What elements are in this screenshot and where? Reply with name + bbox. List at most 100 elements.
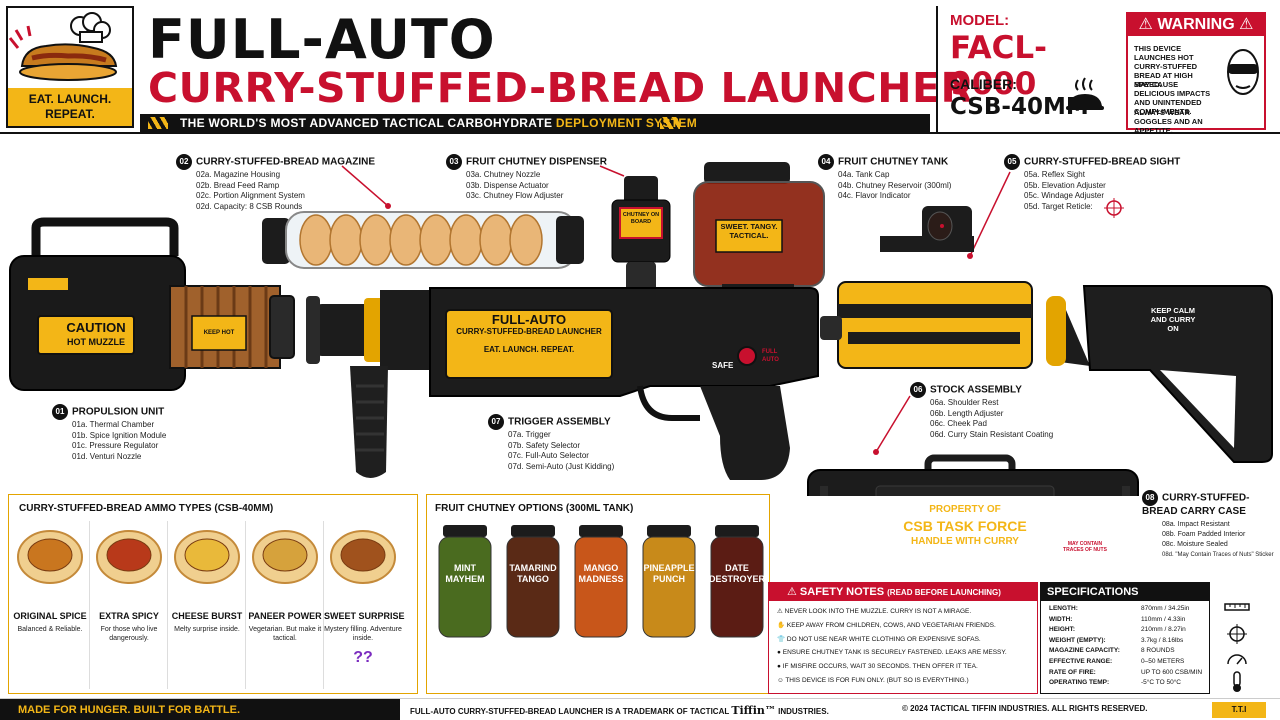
chutney-jar: MINT MAYHEM (435, 523, 495, 683)
component-item: 05d. Target Reticle: (1024, 201, 1093, 211)
logo-tagline: EAT. LAUNCH. REPEAT. (8, 88, 132, 126)
gauge-icon (1227, 654, 1247, 665)
component-title: CURRY-STUFFED-BREAD CARRY CASE (1142, 492, 1250, 517)
jar-icon (574, 525, 628, 638)
hazard-stripe (148, 117, 168, 129)
component-number: 01 (52, 404, 68, 420)
case-line1: PROPERTY OF (929, 504, 1001, 515)
full-auto-label: FULL AUTO (762, 349, 779, 363)
footer-slogan: MADE FOR HUNGER. BUILT FOR BATTLE. (0, 699, 400, 720)
jar-label: PINEAPPLE PUNCH (643, 563, 695, 584)
component-item: 03b. Dispense Actuator (466, 180, 549, 190)
ruler-icon (1224, 603, 1250, 611)
component-item: 01b. Spice Ignition Module (72, 430, 167, 440)
component-item: 01c. Pressure Regulator (72, 441, 159, 450)
caution-label: CAUTION HOT MUZZLE (48, 320, 144, 350)
jar-icon (438, 525, 492, 638)
component-item: 07c. Full-Auto Selector (508, 451, 589, 460)
tagline: THE WORLD'S MOST ADVANCED TACTICAL CARBO… (180, 116, 697, 130)
component-title: CURRY-STUFFED-BREAD SIGHT (1024, 156, 1181, 168)
spec-value: 3.7kg / 8.16lbs (1141, 636, 1184, 644)
spec-value: 8 ROUNDS (1141, 647, 1175, 655)
safety-title: ⚠ SAFETY NOTES (READ BEFORE LAUNCHING) (769, 583, 1037, 601)
component-number: 08 (1142, 490, 1158, 506)
safety-note-text: NEVER LOOK INTO THE MUZZLE. CURRY IS NOT… (784, 608, 972, 615)
component-item: 06d. Curry Stain Resistant Coating (930, 429, 1054, 439)
spec-key: OPERATING TEMP: (1049, 679, 1110, 687)
bread-icon (252, 530, 318, 584)
chutney-jar: PINEAPPLE PUNCH (639, 523, 699, 683)
header: EAT. LAUNCH. REPEAT. FULL-AUTO CURRY-STU… (0, 0, 1280, 135)
body-plate-title: FULL-AUTO (491, 312, 567, 327)
spec-key: EFFECTIVE RANGE: (1049, 658, 1113, 665)
bread-icon (330, 530, 396, 584)
footer: MADE FOR HUNGER. BUILT FOR BATTLE. FULL-… (0, 698, 1280, 720)
safety-note: ✋ KEEP AWAY FROM CHILDREN, COWS, AND VEG… (777, 622, 996, 629)
jar-icon (642, 525, 696, 638)
component-number: 06 (910, 382, 926, 398)
chutney-panel: FRUIT CHUTNEY OPTIONS (300ML TANK) MINT … (426, 494, 770, 694)
chutney-jar: MANGO MADNESS (571, 523, 631, 683)
tagline-main: THE WORLD'S MOST ADVANCED TACTICAL CARBO… (180, 116, 556, 130)
component-item: 02a. Magazine Housing (196, 170, 281, 179)
component-item: 04c. Flavor Indicator (838, 191, 911, 200)
body-plate-sub: CURRY-STUFFED-BREAD LAUNCHER (456, 327, 602, 336)
component-item: 07b. Safety Selector (508, 440, 581, 450)
safety-note: ⚠ NEVER LOOK INTO THE MUZZLE. CURRY IS N… (777, 608, 972, 615)
hazard-stripe (660, 117, 680, 129)
model-box: MODEL: FACL-9000 CALIBER: CSB-40MM (936, 6, 1122, 132)
logo: EAT. LAUNCH. REPEAT. (6, 6, 134, 128)
case-line2: CSB TASK FORCE (903, 518, 1027, 534)
spec-key: RATE OF FIRE: (1049, 668, 1096, 676)
component-item: 04a. Tank Cap (838, 170, 890, 179)
ammo-desc: Balanced & Reliable. (17, 626, 83, 633)
ammo-name: ORIGINAL SPICE (13, 611, 87, 621)
caution-title: CAUTION (66, 320, 126, 335)
footer-trademark-a: FULL-AUTO CURRY-STUFFED-BREAD LAUNCHER I… (410, 707, 732, 716)
ammo-desc: Mystery filling. Adventure inside. (324, 626, 402, 642)
component-item: 06a. Shoulder Rest (930, 398, 999, 407)
component-number: 02 (176, 154, 192, 170)
safety-note-text: ENSURE CHUTNEY TANK IS SECURELY FASTENED… (782, 649, 1007, 656)
model-label: MODEL: (950, 12, 1010, 29)
tti-badge: T.T.I (1212, 702, 1266, 718)
component-title: FRUIT CHUTNEY DISPENSER (466, 156, 607, 168)
spec-title: SPECIFICATIONS (1041, 583, 1209, 601)
page-subtitle: CURRY-STUFFED-BREAD LAUNCHER (148, 64, 973, 112)
dispenser-label: CHUTNEY ON BOARD (622, 212, 660, 225)
reticle-icon (1104, 198, 1124, 218)
goggles-face-icon (1227, 49, 1259, 95)
sight (837, 206, 1033, 369)
component-number: 03 (446, 154, 462, 170)
chef-bread-icon (8, 8, 132, 88)
footer-trademark-b: INDUSTRIES. (775, 707, 829, 716)
case-line3: HANDLE WITH CURRY (911, 536, 1019, 547)
safety-note: ● IF MISFIRE OCCURS, WAIT 30 SECONDS. TH… (777, 663, 978, 670)
component-title: STOCK ASSEMBLY (930, 384, 1022, 396)
component-02: 02 CURRY-STUFFED-BREAD MAGAZINE 02a. Maga… (176, 154, 375, 212)
component-item: 02b. Bread Feed Ramp (196, 180, 280, 190)
safety-note-text: KEEP AWAY FROM CHILDREN, COWS, AND VEGET… (786, 622, 996, 629)
component-item: 05c. Windage Adjuster (1024, 191, 1105, 200)
ammo-name: PANEER POWER (248, 611, 322, 621)
component-item: 07a. Trigger (508, 430, 551, 439)
chutney-jar: TAMARIND TANGO (503, 523, 563, 683)
safety-note-text: IF MISFIRE OCCURS, WAIT 30 SECONDS. THEN… (782, 663, 978, 670)
jar-icon (506, 525, 560, 638)
component-title: CURRY-STUFFED-BREAD MAGAZINE (196, 156, 376, 168)
spec-key: LENGTH: (1049, 605, 1078, 612)
safety-note: ☺ THIS DEVICE IS FOR FUN ONLY. (BUT SO I… (777, 677, 969, 684)
spec-value: 210mm / 8.27in (1141, 626, 1186, 634)
warning-line: THIS DEVICE LAUNCHES HOT CURRY-STUFFED B… (1134, 44, 1198, 89)
ammo-list: ORIGINAL SPICE Balanced & Reliable. EXTRA … (11, 521, 415, 691)
component-title: FRUIT CHUTNEY TANK (838, 156, 949, 168)
component-item: 06c. Cheek Pad (930, 419, 987, 428)
ammo-name: EXTRA SPICY (99, 611, 159, 621)
component-item: 05b. Elevation Adjuster (1024, 180, 1106, 190)
